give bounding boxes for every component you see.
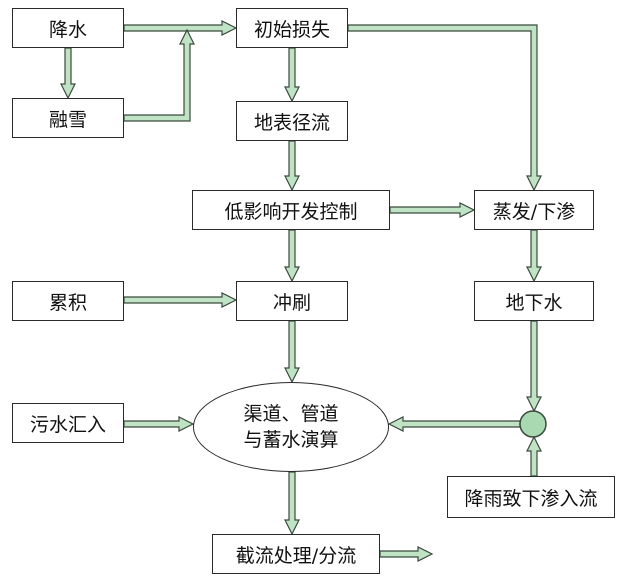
arrow-accumulation-to-washoff xyxy=(123,292,238,308)
arrow-routing-to-treatment xyxy=(284,471,300,536)
snowmelt-label: 融雪 xyxy=(48,108,87,131)
treatment-label: 截流处理/分流 xyxy=(235,544,357,567)
arrow-snowmelt-to-merge xyxy=(123,28,195,122)
surface-runoff-label: 地表径流 xyxy=(253,111,330,134)
lid-control-label: 低影响开发控制 xyxy=(224,200,358,223)
accumulation-label: 累积 xyxy=(48,291,87,314)
washoff-label: 冲刷 xyxy=(272,291,311,314)
groundwater-box: 地下水 xyxy=(474,281,594,321)
arrow-rdii-to-junction xyxy=(526,435,542,477)
arrow-junction-to-routing xyxy=(387,416,521,432)
arrow-precipitation-to-snowmelt xyxy=(60,47,76,100)
lid-control-box: 低影响开发控制 xyxy=(192,190,390,230)
precipitation-box: 降水 xyxy=(12,8,124,48)
arrow-lid-to-evaporation xyxy=(389,202,476,218)
arrow-precipitation-to-initial-loss xyxy=(123,20,238,36)
routing-label-line2: 与蓄水演算 xyxy=(243,429,339,451)
evap-infiltration-label: 蒸发/下渗 xyxy=(492,200,576,223)
arrow-treatment-out xyxy=(379,546,434,562)
routing-ellipse: 渠道、管道 与蓄水演算 xyxy=(193,382,389,472)
arrow-initial-loss-to-evaporation xyxy=(347,24,542,192)
arrow-initial-loss-to-surface-runoff xyxy=(284,47,300,103)
sewage-inflow-box: 污水汇入 xyxy=(12,403,124,443)
arrow-washoff-to-routing xyxy=(284,320,300,384)
arrow-evaporation-to-groundwater xyxy=(526,229,542,283)
accumulation-box: 累积 xyxy=(12,281,124,321)
arrow-lid-to-washoff xyxy=(284,229,300,283)
treatment-box: 截流处理/分流 xyxy=(212,534,380,574)
rdii-box: 降雨致下渗入流 xyxy=(447,476,615,518)
routing-label-line1: 渠道、管道 xyxy=(243,403,339,425)
junction-node xyxy=(519,410,547,438)
groundwater-label: 地下水 xyxy=(505,291,563,314)
sewage-inflow-label: 污水汇入 xyxy=(29,413,106,436)
precipitation-label: 降水 xyxy=(48,18,87,41)
arrow-surface-runoff-to-lid xyxy=(284,140,300,192)
snowmelt-box: 融雪 xyxy=(12,98,124,138)
arrow-groundwater-to-junction xyxy=(526,320,542,413)
initial-loss-box: 初始损失 xyxy=(236,8,348,48)
washoff-box: 冲刷 xyxy=(236,281,348,321)
evap-infiltration-box: 蒸发/下渗 xyxy=(474,190,594,230)
arrow-layer xyxy=(60,20,542,562)
initial-loss-label: 初始损失 xyxy=(253,18,330,41)
arrow-sewage-to-routing xyxy=(123,416,195,432)
surface-runoff-box: 地表径流 xyxy=(236,101,348,141)
rdii-label: 降雨致下渗入流 xyxy=(464,487,598,510)
